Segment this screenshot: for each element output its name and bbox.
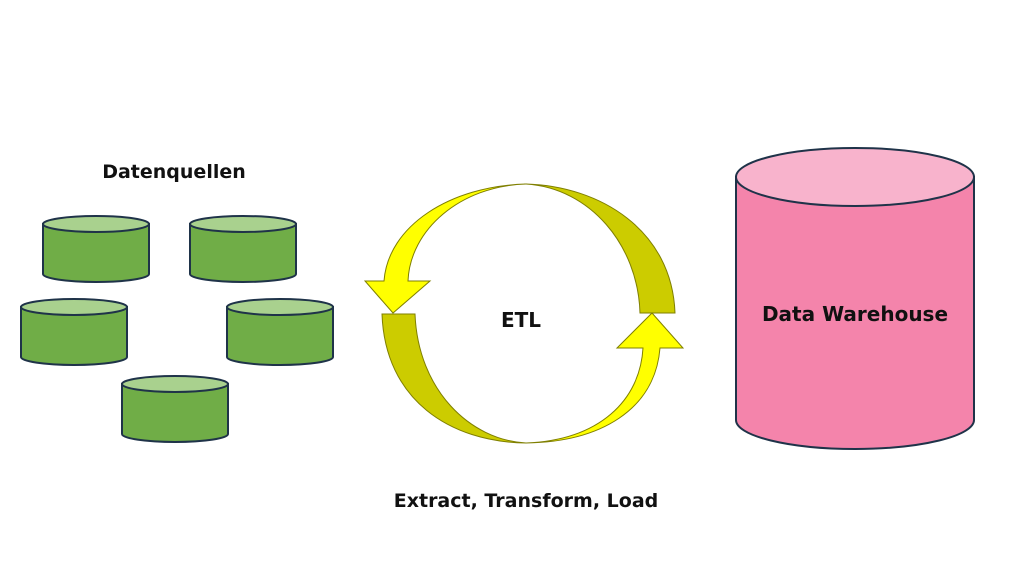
etl-cycle — [363, 183, 685, 444]
sources-title: Datenquellen — [102, 161, 246, 183]
etl-label: ETL — [501, 308, 541, 332]
source-cylinder — [226, 298, 334, 366]
etl-caption: Extract, Transform, Load — [394, 490, 659, 512]
arrow-left-down-icon — [363, 183, 527, 314]
source-cylinder — [189, 215, 297, 283]
arrow-band-bottom-left — [381, 313, 527, 444]
arrow-right-up-icon — [525, 312, 685, 444]
warehouse-cylinder — [735, 147, 975, 450]
warehouse-label: Data Warehouse — [762, 302, 948, 326]
source-cylinder — [121, 375, 229, 443]
source-cylinder — [42, 215, 150, 283]
arrow-band-top-right — [525, 183, 676, 314]
source-cylinder — [20, 298, 128, 366]
